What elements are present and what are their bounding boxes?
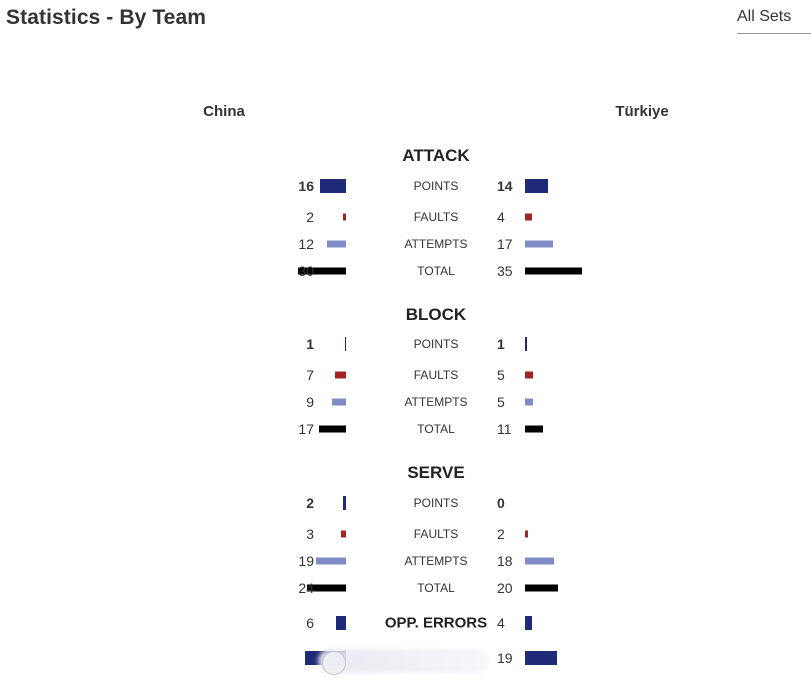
opp-errors-row: 6 OPP. ERRORS 4 (0, 613, 811, 633)
stat-row: 1 POINTS 1 (0, 334, 811, 354)
section-title-attack: ATTACK (402, 146, 470, 165)
bar-left (327, 240, 346, 248)
value-right: 19 (497, 650, 513, 666)
value-right: 5 (497, 394, 505, 410)
stat-label: FAULTS (413, 210, 459, 224)
stat-label: TOTAL (417, 264, 455, 278)
bar-right (525, 530, 528, 538)
bar-right (525, 557, 554, 565)
section-title-serve: SERVE (407, 463, 465, 482)
value-right: 20 (497, 580, 513, 596)
sets-select[interactable]: All Sets (737, 8, 811, 34)
stat-label: FAULTS (413, 527, 459, 541)
value-left: 2 (306, 495, 314, 511)
bar-left (298, 267, 346, 275)
team-name-left: China (203, 103, 245, 120)
value-left: 17 (298, 421, 314, 437)
stat-row: 2 FAULTS 4 (0, 207, 811, 227)
value-right: 2 (497, 526, 505, 542)
value-right: 4 (497, 209, 505, 225)
stat-row: 24 TOTAL 20 (0, 578, 811, 598)
value-left: 30 (298, 263, 314, 279)
stat-label: ATTEMPTS (404, 237, 468, 251)
bar-right (525, 398, 533, 406)
stat-row: 12 ATTEMPTS 17 (0, 234, 811, 254)
bar-right (525, 616, 532, 630)
value-left: 24 (298, 580, 314, 596)
bar-right (525, 584, 558, 592)
stat-row: 30 TOTAL 35 (0, 261, 811, 281)
bar-right (525, 337, 527, 351)
stat-label: POINTS (413, 496, 459, 510)
stat-label: ATTEMPTS (404, 395, 468, 409)
value-right: 1 (497, 336, 505, 352)
value-left: 19 (298, 553, 314, 569)
bar-right (525, 179, 548, 193)
stat-row: 16 POINTS 14 (0, 176, 811, 196)
value-left: 2 (306, 209, 314, 225)
stat-row: 2 POINTS 0 (0, 493, 811, 513)
bar-right (525, 240, 553, 248)
stat-row: 7 FAULTS 5 (0, 365, 811, 385)
bar-left (319, 425, 346, 433)
bar-right (525, 371, 533, 379)
stat-row: 3 FAULTS 2 (0, 524, 811, 544)
value-right: 18 (497, 553, 513, 569)
bar-right (525, 267, 582, 275)
stat-label: OPP. ERRORS (384, 614, 488, 632)
value-left: 6 (306, 615, 314, 631)
value-right: 35 (497, 263, 513, 279)
section-title-block: BLOCK (405, 305, 467, 324)
bar-left (320, 179, 346, 193)
team-name-right: Türkiye (615, 103, 669, 120)
value-right: 5 (497, 367, 505, 383)
stat-label: FAULTS (413, 368, 459, 382)
bar-left (316, 557, 346, 565)
stat-row: 19 ATTEMPTS 18 (0, 551, 811, 571)
bar-left (343, 496, 346, 510)
value-left: 12 (298, 236, 314, 252)
stat-label: POINTS (413, 179, 459, 193)
bar-right (525, 213, 532, 221)
stat-row: 9 ATTEMPTS 5 (0, 392, 811, 412)
value-right: 4 (497, 615, 505, 631)
bar-left (341, 530, 346, 538)
value-right: 14 (497, 178, 513, 194)
value-left: 16 (298, 178, 314, 194)
avatar-circle-icon (322, 651, 346, 675)
value-right: 11 (497, 421, 512, 437)
stat-row: 17 TOTAL 11 (0, 419, 811, 439)
value-left: 3 (306, 526, 314, 542)
value-left: 7 (306, 367, 314, 383)
bar-left (332, 398, 346, 406)
value-right: 17 (497, 236, 513, 252)
value-left: 1 (306, 336, 314, 352)
bar-left (307, 584, 346, 592)
value-right: 0 (497, 495, 505, 511)
bar-right (525, 651, 557, 665)
stat-label: POINTS (413, 337, 459, 351)
blur-overlay (318, 649, 488, 673)
value-left: 9 (306, 394, 314, 410)
bar-left (335, 371, 346, 379)
stat-label: ATTEMPTS (404, 554, 468, 568)
page-title: Statistics - By Team (6, 6, 207, 29)
stat-label: TOTAL (417, 422, 455, 436)
stat-label: TOTAL (417, 581, 455, 595)
bar-left (336, 616, 346, 630)
bar-left (343, 213, 346, 221)
bar-left (345, 337, 346, 351)
bar-right (525, 425, 543, 433)
